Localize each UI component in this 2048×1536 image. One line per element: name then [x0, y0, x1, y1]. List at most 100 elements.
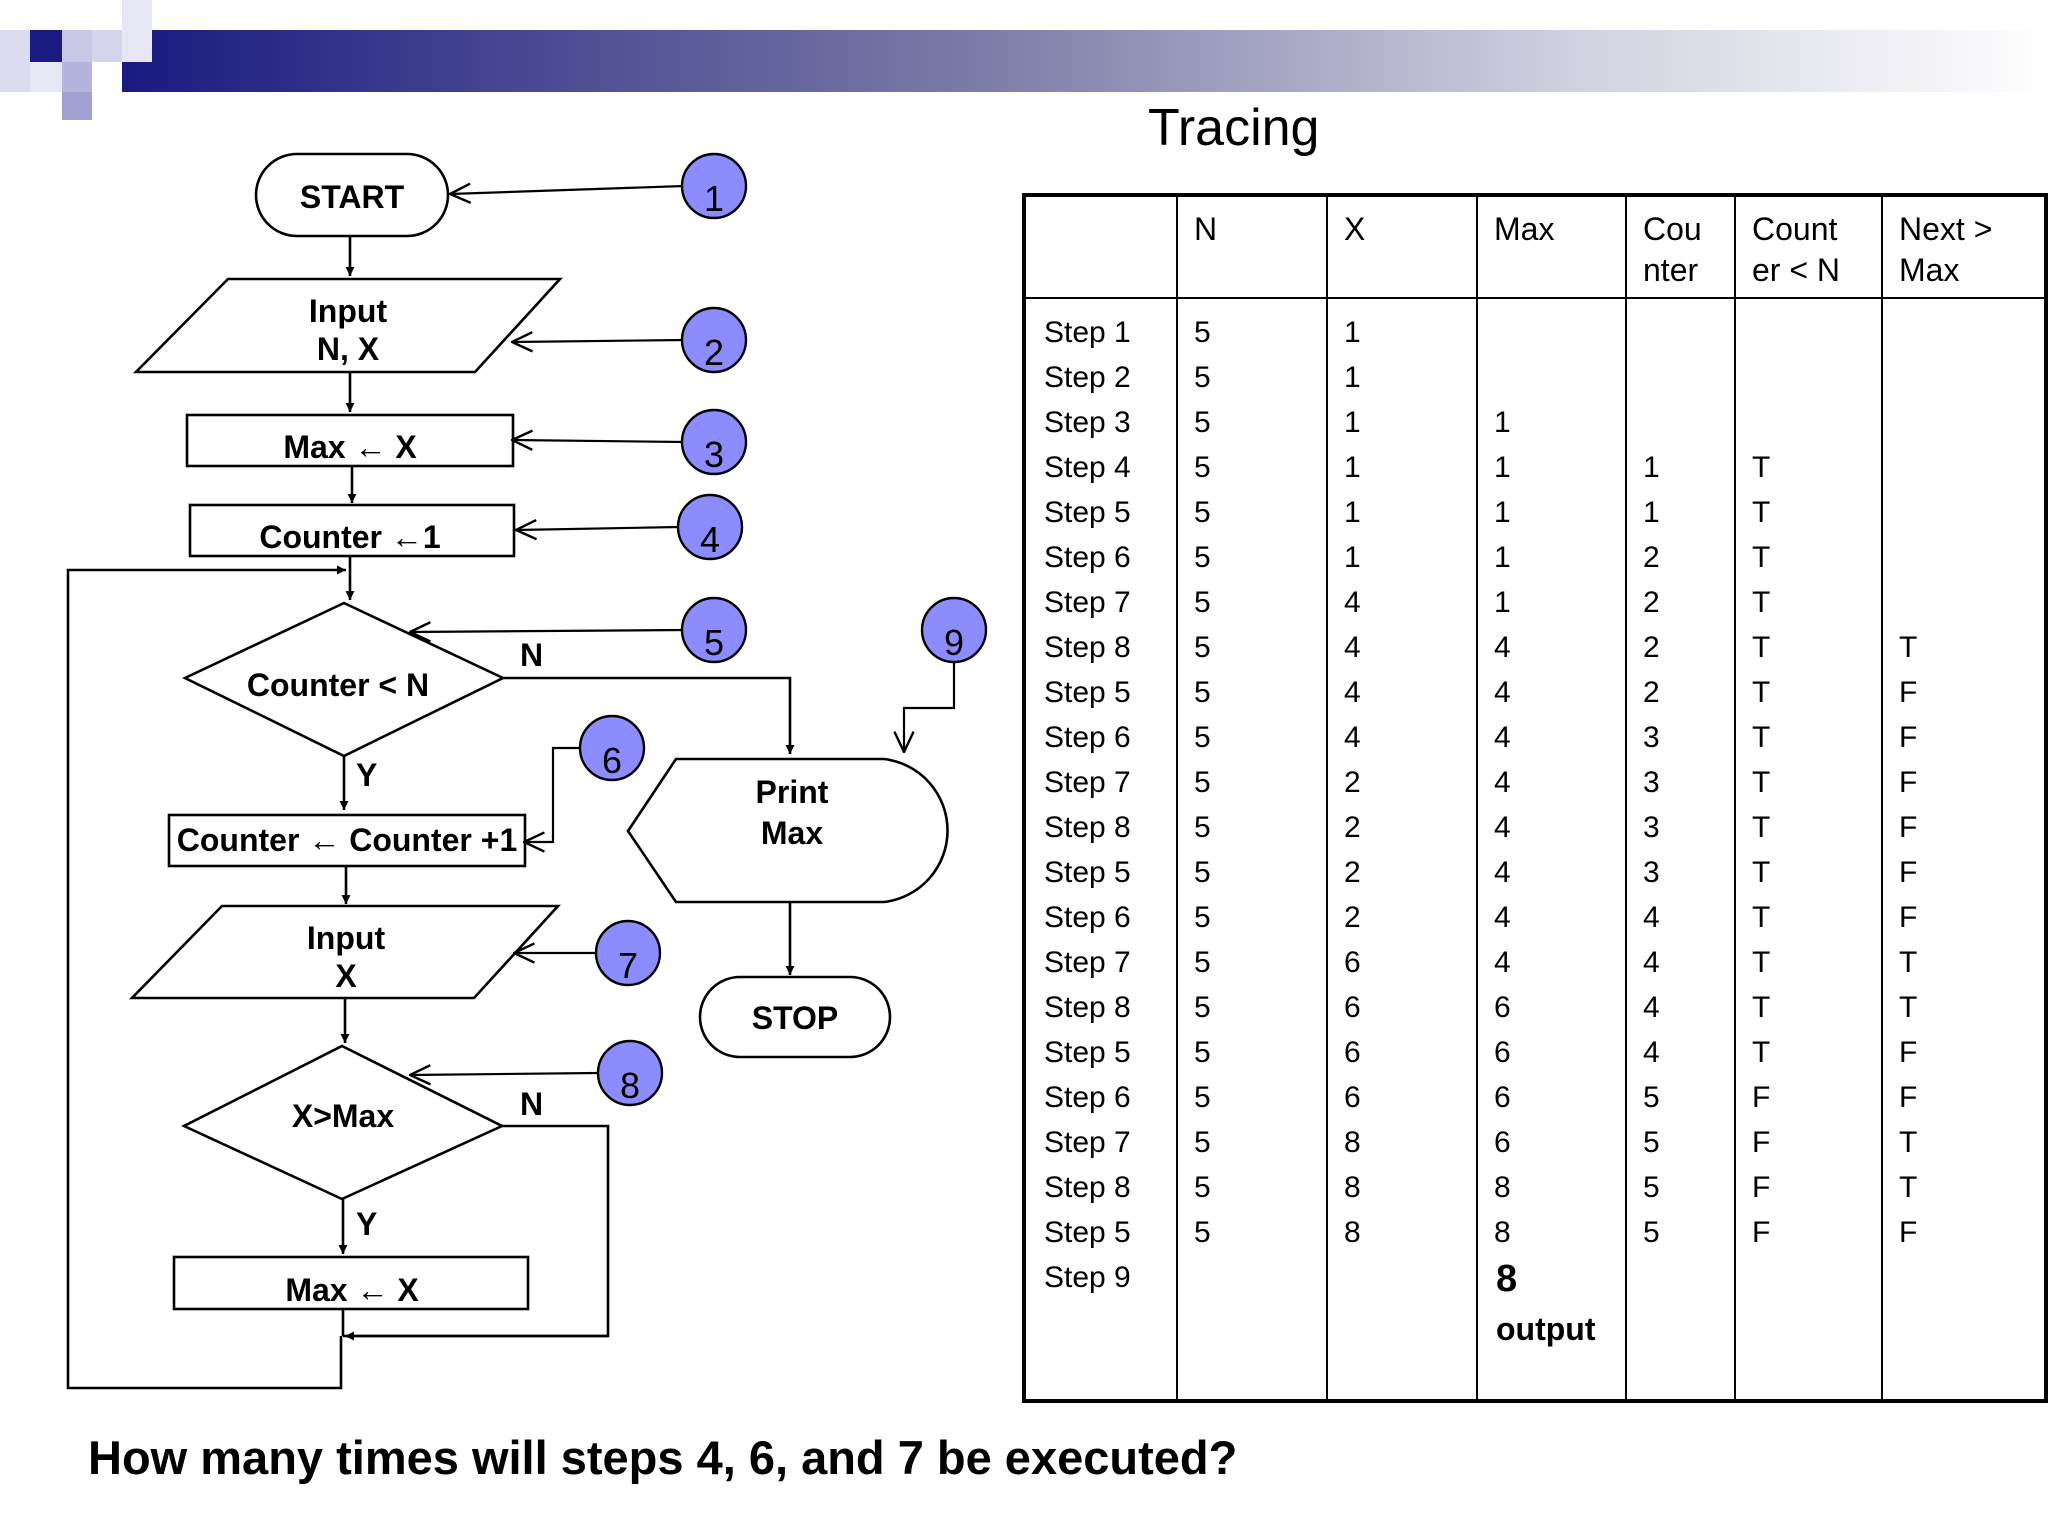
table-cell: 5 [1194, 496, 1211, 529]
decision2-yes-label: Y [356, 1206, 377, 1242]
flow-connectors [66, 236, 795, 1390]
badge-5: 5 [680, 596, 748, 664]
table-cell: 3 [1643, 766, 1660, 799]
table-cell: 4 [1643, 1036, 1660, 1069]
table-cell: 6 [1494, 1081, 1511, 1114]
table-cell: 6 [1344, 1036, 1361, 1069]
table-cell: 1 [1344, 541, 1361, 574]
badge-4: 4 [676, 493, 744, 561]
table-cell: 5 [1194, 406, 1211, 439]
badge-5-label: 5 [704, 622, 724, 663]
table-cell: T [1899, 946, 1918, 979]
table-cell: F [1899, 856, 1918, 889]
table-cell: 2 [1643, 586, 1660, 619]
table-cell: T [1752, 766, 1771, 799]
step-label: Step 5 [1044, 496, 1131, 529]
banner-square [30, 62, 62, 92]
table-cell: 6 [1344, 991, 1361, 1024]
table-cell: 5 [1194, 541, 1211, 574]
table-cell: T [1752, 676, 1771, 709]
badge-7-label: 7 [618, 945, 638, 986]
step-label: Step 6 [1044, 721, 1131, 754]
step-label: Step 3 [1044, 406, 1131, 439]
column-header-line: Max [1494, 211, 1555, 247]
table-cell: 5 [1194, 586, 1211, 619]
table-cell: 4 [1494, 946, 1511, 979]
table-cell: 3 [1643, 811, 1660, 844]
table-cell: 5 [1194, 451, 1211, 484]
banner-square [122, 0, 152, 62]
assign-max-process: Max ← X [185, 413, 515, 468]
input-x-label-1: Input [307, 920, 386, 956]
column-divider [1326, 197, 1328, 1399]
column-header-line: Count [1752, 211, 1838, 247]
column-header-line: N [1194, 211, 1218, 247]
table-cell: 4 [1344, 721, 1361, 754]
column-header-line: Cou [1643, 211, 1702, 247]
table-cell: F [1752, 1081, 1771, 1114]
step-label: Step 2 [1044, 361, 1131, 394]
table-cell: 6 [1494, 1126, 1511, 1159]
table-cell: 1 [1344, 316, 1361, 349]
table-cell: 5 [1643, 1126, 1660, 1159]
table-cell: 4 [1643, 946, 1660, 979]
table-cell: 5 [1643, 1216, 1660, 1249]
table-cell: 5 [1194, 1216, 1211, 1249]
table-cell: 4 [1494, 676, 1511, 709]
stop-terminal: STOP [698, 975, 892, 1059]
column-header-line: X [1344, 211, 1366, 247]
input-nx-label-1: Input [309, 293, 388, 329]
input-nx-label-2: N, X [317, 331, 380, 367]
print-label-1: Print [756, 774, 829, 810]
table-cell: 1 [1344, 451, 1361, 484]
table-cell: 4 [1494, 901, 1511, 934]
step-label: Step 7 [1044, 766, 1131, 799]
table-cell: 3 [1643, 856, 1660, 889]
table-cell: T [1752, 991, 1771, 1024]
step-label: Step 8 [1044, 1171, 1131, 1204]
badge-4-label: 4 [700, 519, 720, 560]
table-cell: F [1752, 1126, 1771, 1159]
table-cell: 8 [1344, 1126, 1361, 1159]
step-label: Step 1 [1044, 316, 1131, 349]
badge-9: 9 [920, 596, 988, 664]
table-cell: T [1752, 811, 1771, 844]
counter-increment-process: Counter ← Counter +1 [167, 813, 527, 868]
badge-8-label: 8 [620, 1065, 640, 1106]
table-cell: 5 [1194, 901, 1211, 934]
table-cell: 2 [1344, 856, 1361, 889]
banner-square [62, 92, 92, 120]
output-value: 8 [1496, 1258, 1518, 1300]
table-cell: T [1899, 991, 1918, 1024]
table-cell: T [1752, 541, 1771, 574]
table-cell: T [1899, 1171, 1918, 1204]
tracing-title: Tracing [1148, 99, 1320, 157]
banner-bar [122, 30, 2048, 92]
table-cell: 4 [1344, 676, 1361, 709]
column-header: Next >Max [1899, 209, 1992, 291]
badge-3-label: 3 [704, 434, 724, 475]
table-cell: T [1752, 946, 1771, 979]
decision2-no-label: N [520, 1086, 543, 1122]
step-label: Step 6 [1044, 901, 1131, 934]
counter-increment-label: Counter ← Counter +1 [177, 822, 517, 858]
table-cell: T [1752, 631, 1771, 664]
badge-2-label: 2 [704, 332, 724, 373]
table-cell: T [1752, 496, 1771, 529]
table-cell: 5 [1194, 811, 1211, 844]
table-cell: 5 [1194, 631, 1211, 664]
table-cell: 1 [1344, 361, 1361, 394]
table-cell: 4 [1494, 631, 1511, 664]
table-cell: T [1752, 586, 1771, 619]
table-cell: F [1752, 1216, 1771, 1249]
table-cell: 6 [1344, 946, 1361, 979]
table-cell: 6 [1494, 991, 1511, 1024]
column-divider [1476, 197, 1478, 1399]
table-cell: 1 [1643, 496, 1660, 529]
column-header: N [1194, 209, 1217, 250]
table-cell: 2 [1643, 541, 1660, 574]
table-cell: 8 [1344, 1216, 1361, 1249]
table-cell: 1 [1344, 496, 1361, 529]
